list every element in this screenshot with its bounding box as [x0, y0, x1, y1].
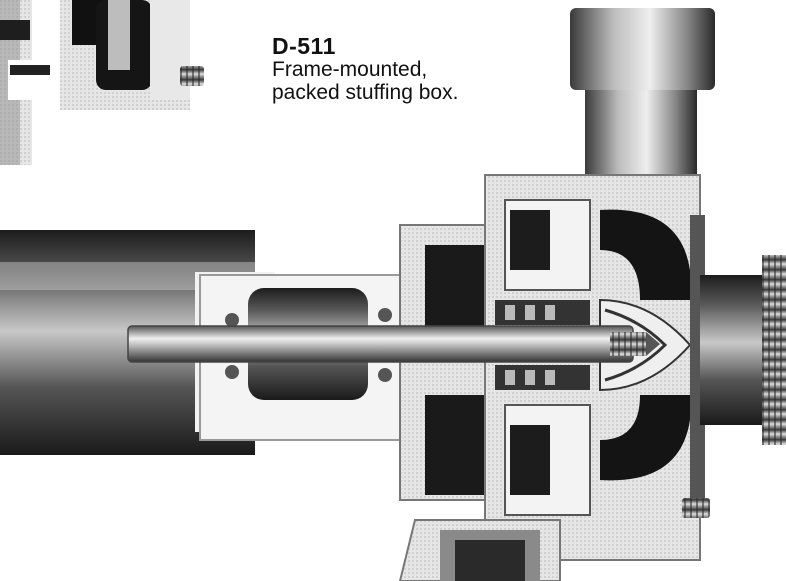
- pump-shaft: [127, 325, 660, 363]
- description-line-1: Frame-mounted,: [272, 57, 428, 81]
- model-number: D-511: [272, 33, 336, 59]
- product-caption: D-511 Frame-mounted, packed stuffing box…: [272, 34, 458, 104]
- description-line-2: packed stuffing box.: [272, 80, 459, 104]
- stuffing-box: [495, 300, 590, 390]
- top-left-partial-view: [0, 0, 204, 165]
- mounting-foot: [398, 519, 561, 581]
- drain-plug: [682, 498, 710, 518]
- pump-casing: [484, 174, 705, 561]
- suction-nozzle: [700, 255, 786, 445]
